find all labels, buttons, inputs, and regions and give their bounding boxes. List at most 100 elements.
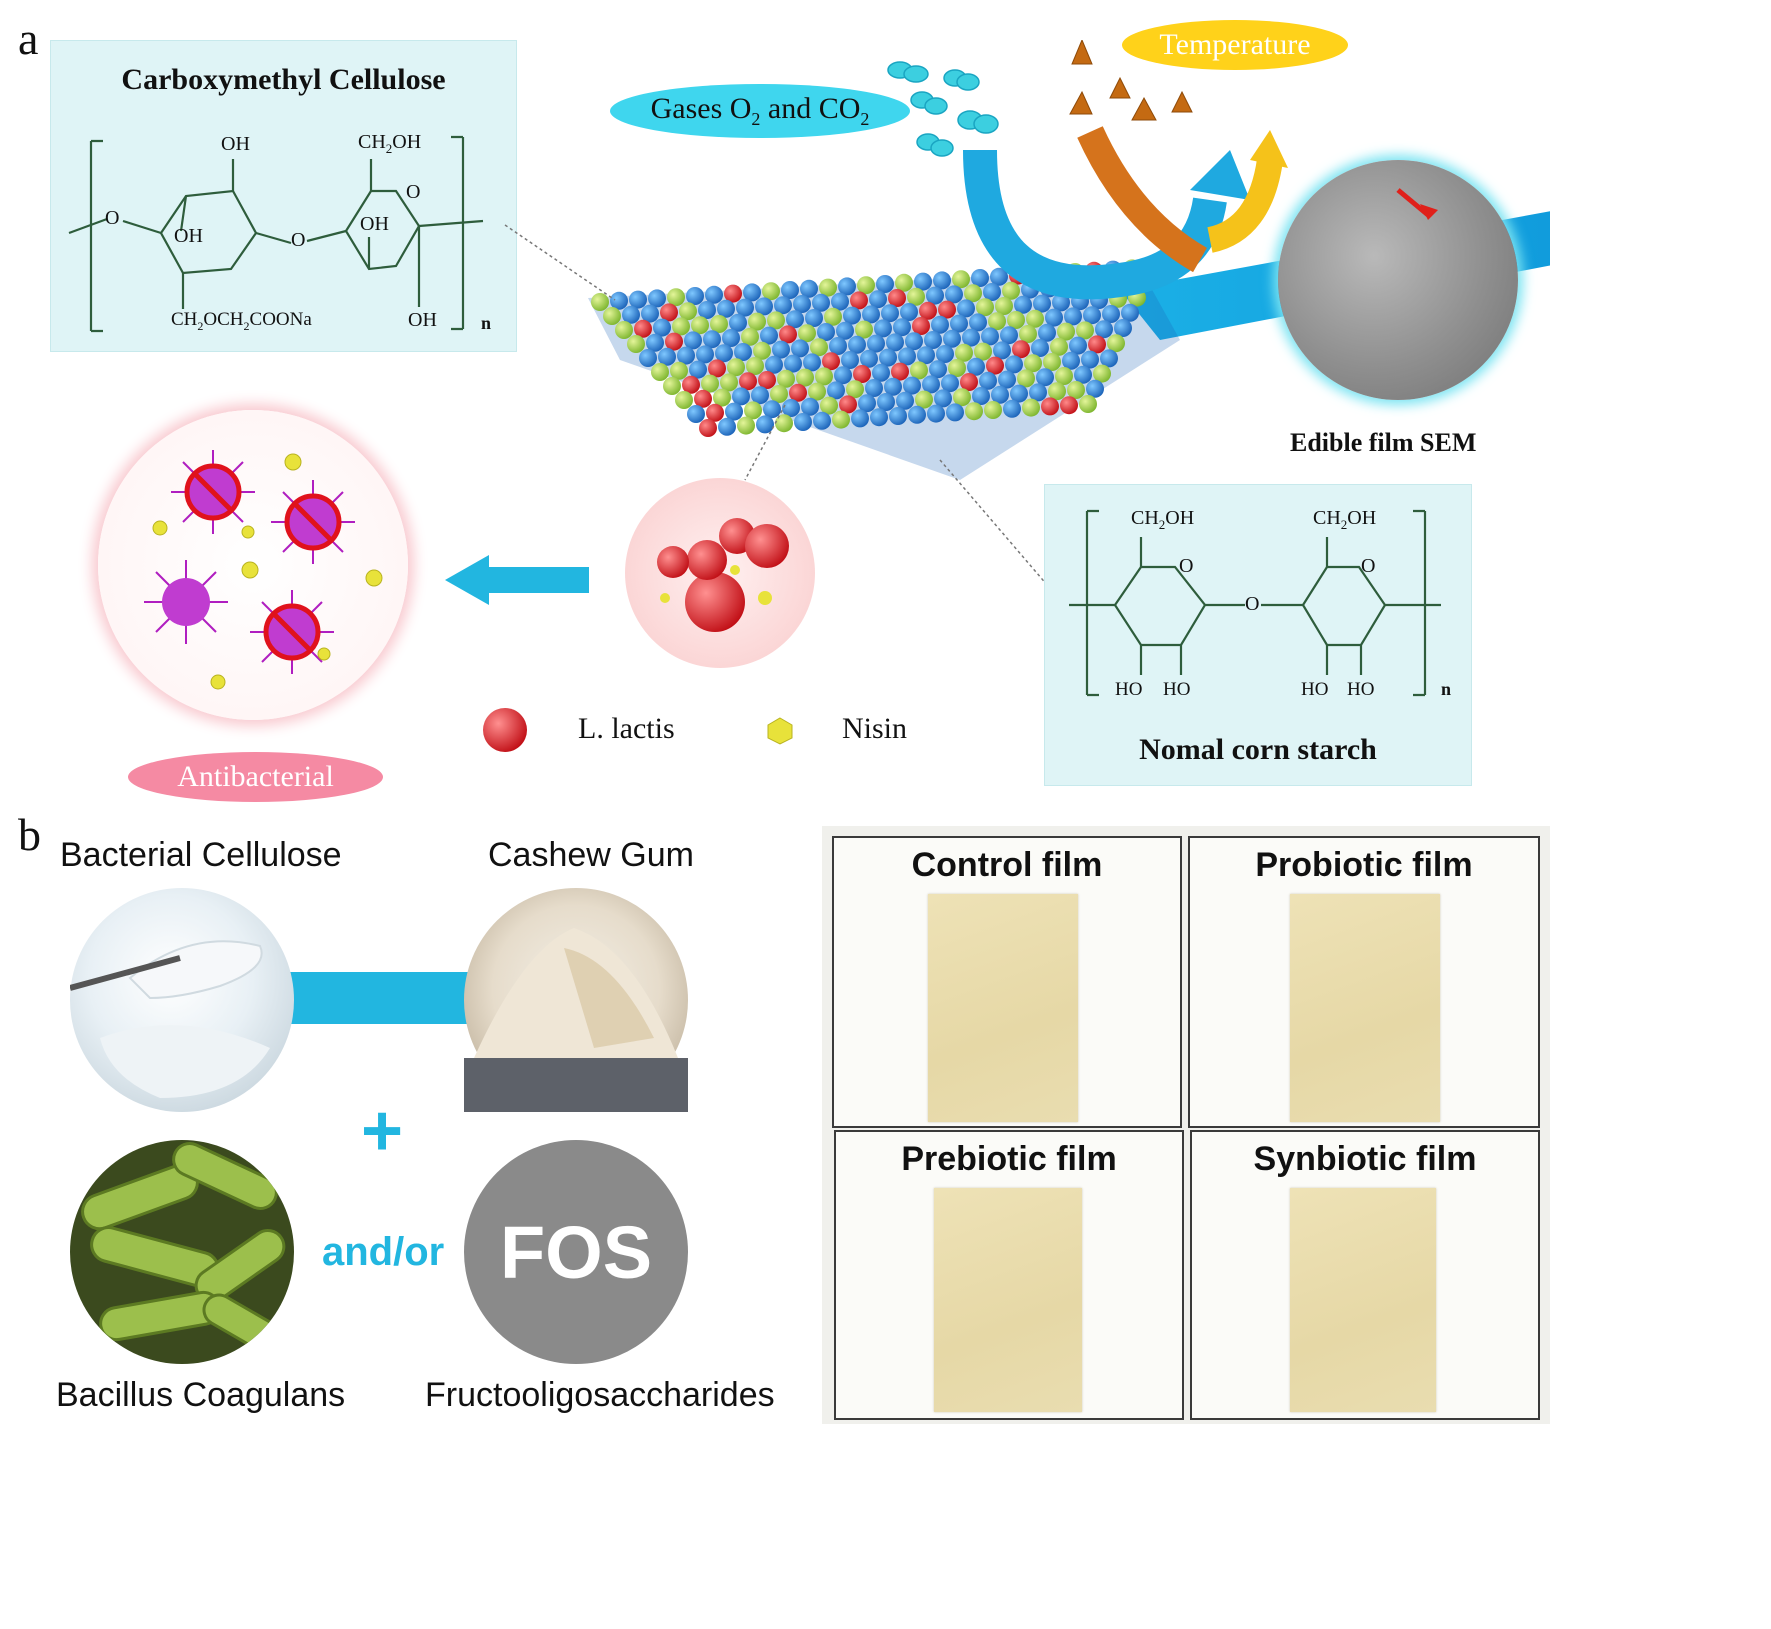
film-title-prebiotic: Prebiotic film xyxy=(901,1140,1117,1178)
cmc-title: Carboxymethyl Cellulose xyxy=(121,63,446,96)
film-sheet-prebiotic xyxy=(934,1188,1082,1412)
film-ball xyxy=(727,358,745,377)
cmc-label-ch2oh: CH2OH xyxy=(358,131,422,156)
starch-label-ho2: HO xyxy=(1163,679,1191,700)
film-ball xyxy=(933,271,951,290)
film-ball xyxy=(1093,364,1111,383)
film-ball xyxy=(948,359,966,377)
film-ball xyxy=(851,409,869,428)
film-ball xyxy=(900,303,918,321)
film-ball xyxy=(694,389,712,408)
film-ball xyxy=(660,303,678,322)
film-ball xyxy=(1033,294,1051,313)
film-ball xyxy=(827,381,845,400)
film-panel-control: Control film xyxy=(832,836,1182,1128)
film-ball xyxy=(834,366,852,385)
film-ball xyxy=(927,404,945,423)
cashew-gum-drawing xyxy=(464,928,688,1112)
film-ball xyxy=(756,415,774,434)
bacillus-photo xyxy=(70,1140,294,1364)
film-ball xyxy=(971,269,989,287)
film-ball xyxy=(991,385,1009,404)
film-ball xyxy=(1081,350,1099,369)
film-ball xyxy=(1000,326,1018,345)
film-ball xyxy=(677,346,695,365)
film-ball xyxy=(800,279,818,298)
starch-label-o-ring2: O xyxy=(1361,555,1376,577)
film-ball xyxy=(1100,349,1118,368)
film-ball xyxy=(646,333,664,352)
starch-label-ch2oh-2: CH2OH xyxy=(1313,507,1377,532)
film-ball xyxy=(1022,398,1040,417)
film-ball xyxy=(651,363,669,381)
film-ball xyxy=(1038,323,1056,342)
temperature-label: Temperature xyxy=(1159,28,1311,61)
film-ball xyxy=(981,327,999,346)
lactis-cluster xyxy=(657,518,789,632)
film-ball xyxy=(627,335,645,353)
lactis-closeup-circle xyxy=(625,478,815,668)
film-ball xyxy=(722,329,740,347)
film-ball xyxy=(857,276,875,295)
film-ball xyxy=(926,286,944,305)
film-ball xyxy=(791,339,809,358)
cmc-label-o-link: O xyxy=(291,229,306,251)
film-ball xyxy=(960,373,978,391)
film-ball xyxy=(998,370,1016,389)
film-ball xyxy=(737,416,755,435)
film-ball xyxy=(915,390,933,409)
film-ball xyxy=(781,281,799,299)
film-ball xyxy=(817,323,835,341)
fos-circle: FOS xyxy=(464,1140,688,1364)
cashew-gum-label: Cashew Gum xyxy=(488,836,694,874)
film-ball xyxy=(1007,311,1025,329)
film-ball xyxy=(765,355,783,374)
film-ball xyxy=(684,331,702,350)
film-ball xyxy=(672,317,690,336)
film-ball xyxy=(891,362,909,381)
film-ball xyxy=(705,285,723,304)
film-ball xyxy=(815,367,833,386)
film-ball xyxy=(1057,322,1075,341)
cmc-label-oh-ring2: OH xyxy=(360,213,389,235)
film-ball xyxy=(877,393,895,411)
film-ball xyxy=(903,376,921,395)
film-ball xyxy=(1024,354,1042,373)
film-ball xyxy=(763,400,781,419)
film-ball xyxy=(812,293,830,312)
film-ball xyxy=(746,357,764,375)
film-ball xyxy=(675,391,693,409)
cmc-structure-diagram xyxy=(68,135,484,333)
temperature-arrow-yellow xyxy=(1206,157,1283,253)
film-title-probiotic: Probiotic film xyxy=(1255,846,1473,884)
film-ball xyxy=(1060,396,1078,415)
flow-arrow-left xyxy=(445,555,589,605)
film-ball xyxy=(670,361,688,380)
film-ball xyxy=(838,277,856,296)
film-ball xyxy=(762,282,780,301)
film-ball xyxy=(805,309,823,327)
film-ball xyxy=(810,338,828,357)
film-ball xyxy=(907,287,925,306)
film-ball xyxy=(801,397,819,416)
film-title-synbiotic: Synbiotic film xyxy=(1253,1140,1477,1178)
film-ball xyxy=(1012,340,1030,359)
film-ball xyxy=(665,332,683,351)
bacterial-cellulose-label: Bacterial Cellulose xyxy=(60,836,342,874)
film-ball xyxy=(615,321,633,339)
film-ball xyxy=(686,287,704,305)
sem-label: Edible film SEM xyxy=(1290,428,1477,457)
film-ball xyxy=(796,368,814,387)
starch-title: Nomal corn starch xyxy=(1139,733,1377,766)
film-ball xyxy=(881,304,899,323)
film-ball xyxy=(965,402,983,421)
film-ball xyxy=(1003,399,1021,418)
film-ball xyxy=(648,289,666,308)
film-ball xyxy=(1074,365,1092,384)
film-ball xyxy=(701,374,719,393)
starch-label-ho1: HO xyxy=(1115,679,1143,700)
film-ball xyxy=(957,299,975,318)
edible-film-illustration xyxy=(588,40,1550,480)
film-ball xyxy=(1014,295,1032,314)
film-ball xyxy=(760,326,778,345)
